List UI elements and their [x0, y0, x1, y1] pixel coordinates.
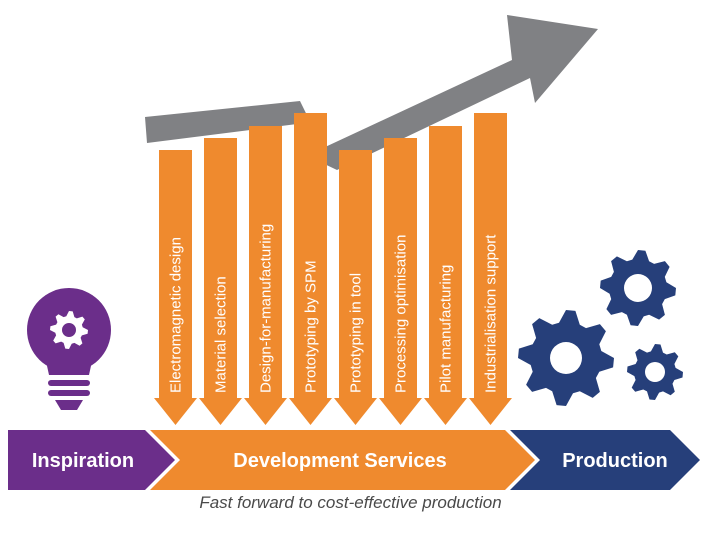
inspiration-label: Inspiration: [32, 450, 134, 472]
service-label: Pilot manufacturing: [438, 265, 455, 393]
development-services-label: Development Services: [233, 450, 446, 472]
service-label: Industrialisation support: [483, 234, 500, 393]
gears-icon: [518, 250, 683, 406]
service-column: Prototyping in tool: [334, 150, 377, 425]
service-column: Design-for-manufacturing: [244, 126, 287, 425]
service-column: Material selection: [199, 138, 242, 425]
inspiration-arrow: Inspiration: [8, 430, 175, 490]
service-label: Electromagnetic design: [168, 237, 185, 393]
trend-arrow-icon: [145, 15, 598, 170]
gear-icon: [50, 311, 88, 349]
lightbulb-gear-icon: [27, 288, 111, 410]
service-label: Prototyping in tool: [348, 273, 365, 393]
service-column: Electromagnetic design: [154, 150, 197, 425]
service-columns: Electromagnetic design Material selection…: [154, 113, 512, 425]
production-arrow: Production: [510, 430, 700, 490]
gear-icon: [627, 344, 683, 400]
gear-icon: [600, 250, 676, 326]
service-label: Design-for-manufacturing: [258, 224, 275, 393]
service-column: Prototyping by SPM: [289, 113, 332, 425]
gear-icon: [518, 310, 614, 406]
service-label: Material selection: [213, 276, 230, 393]
service-label: Prototyping by SPM: [303, 260, 320, 393]
production-label: Production: [562, 450, 668, 472]
service-column: Processing optimisation: [379, 138, 422, 425]
service-column: Pilot manufacturing: [424, 126, 467, 425]
service-label: Processing optimisation: [393, 235, 410, 393]
service-column: Industrialisation support: [469, 113, 512, 425]
development-services-arrow: Development Services: [150, 430, 535, 490]
caption: Fast forward to cost-effective productio…: [199, 493, 502, 512]
